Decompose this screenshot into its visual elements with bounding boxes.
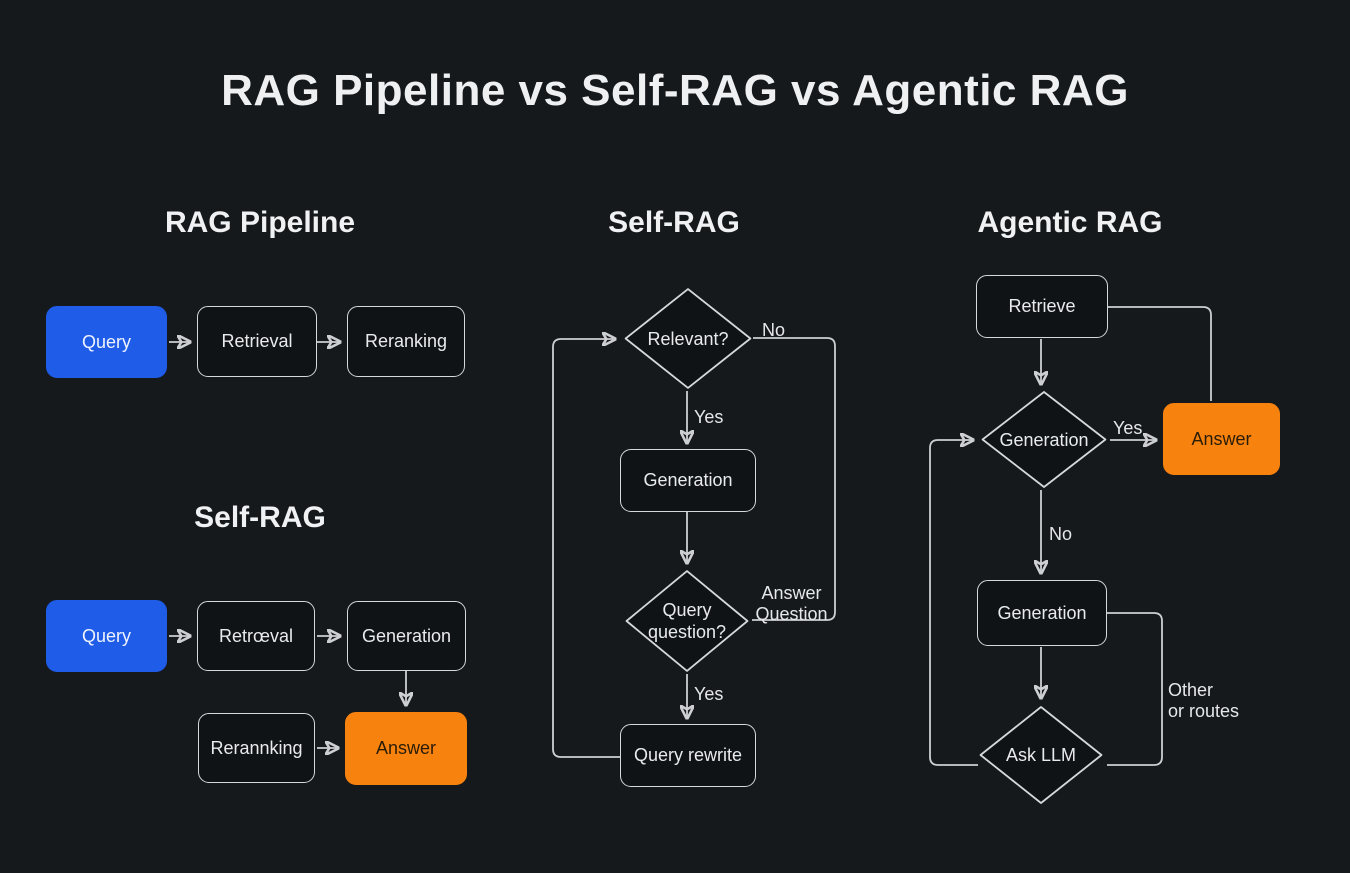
- node-ragpipeline-retrieval: Retrieval: [197, 306, 317, 377]
- page-title: RAG Pipeline vs Self-RAG vs Agentic RAG: [221, 66, 1129, 115]
- edge-label-no: No: [762, 320, 786, 340]
- node-selfrag-generation-label: Generation: [361, 625, 452, 646]
- node-ragpipeline-reranking-label: Reranking: [364, 331, 448, 351]
- node-query-question-label: Query question?: [647, 600, 727, 642]
- node-agentic-generation: Generation: [977, 580, 1107, 646]
- edge-label-answer-question: Answer Question: [755, 583, 828, 624]
- edge-label-agentic-no: No: [1049, 524, 1073, 544]
- section-heading-self-rag-loop: Self-RAG: [608, 206, 740, 239]
- edge-label-other-routes: Other or routes: [1168, 680, 1240, 721]
- relevant-diamond-shape: [623, 287, 753, 390]
- node-selfrag-rerannking: Rerannking: [198, 713, 315, 783]
- node-agentic-askllm-diamond: Ask LLM: [978, 705, 1104, 805]
- section-heading-rag-pipeline: RAG Pipeline: [164, 206, 356, 239]
- node-selfrag-answer-label: Answer: [375, 738, 437, 758]
- node-selfrag-retroval-label: Retrœval: [218, 625, 293, 646]
- node-agentic-askllm-label: Ask LLM: [1005, 745, 1077, 765]
- node-agentic-answer: Answer: [1163, 403, 1280, 475]
- node-ragpipeline-retrieval-label: Retrieval: [221, 331, 293, 351]
- node-loop-generation-label: Generation: [643, 470, 733, 490]
- node-ragpipeline-query: Query: [46, 306, 167, 378]
- node-loop-generation: Generation: [620, 449, 756, 512]
- edge-askllm-loop-to-generation-decision: [929, 440, 978, 766]
- node-ragpipeline-query-label: Query: [81, 331, 132, 352]
- node-query-rewrite-label: Query rewrite: [633, 745, 743, 765]
- edge-generation-other-routes-to-askllm: [1107, 612, 1163, 766]
- node-selfrag-query: Query: [46, 600, 167, 672]
- edge-label-yes-bottom: Yes: [694, 684, 724, 704]
- node-selfrag-query-label: Query: [81, 625, 132, 646]
- agentic-generation-diamond-shape: [980, 390, 1108, 489]
- edge-label-yes-top: Yes: [694, 407, 724, 427]
- query-question-diamond-shape: [624, 569, 750, 673]
- node-selfrag-retroval: Retrœval: [197, 601, 315, 671]
- node-selfrag-generation: Generation: [347, 601, 466, 671]
- node-selfrag-answer: Answer: [345, 712, 467, 785]
- askllm-diamond-shape: [978, 705, 1104, 805]
- edge-retrieve-to-answer: [1108, 306, 1212, 401]
- node-agentic-generation-decision-label: Generation: [999, 429, 1089, 450]
- edge-relevant-no-loop: [752, 337, 836, 621]
- node-query-rewrite: Query rewrite: [620, 724, 756, 787]
- node-agentic-retrieve-label: Retrieve: [1008, 296, 1076, 316]
- edge-label-agentic-yes: Yes: [1113, 418, 1143, 438]
- node-agentic-generation-label: Generation: [997, 602, 1087, 623]
- node-agentic-generation-diamond: Generation: [980, 390, 1108, 489]
- node-ragpipeline-reranking: Reranking: [347, 306, 465, 377]
- node-selfrag-rerannking-label: Rerannking: [210, 737, 303, 758]
- node-relevant-diamond: Relevant?: [623, 287, 753, 390]
- node-agentic-answer-label: Answer: [1191, 428, 1252, 449]
- edge-rewrite-loop-to-relevant: [552, 339, 620, 758]
- node-agentic-retrieve: Retrieve: [976, 275, 1108, 338]
- section-heading-self-rag-linear: Self-RAG: [194, 501, 326, 534]
- node-relevant-label: Relevant?: [647, 328, 729, 349]
- node-query-question-diamond: Query question?: [624, 569, 750, 673]
- section-heading-agentic-rag: Agentic RAG: [977, 206, 1163, 239]
